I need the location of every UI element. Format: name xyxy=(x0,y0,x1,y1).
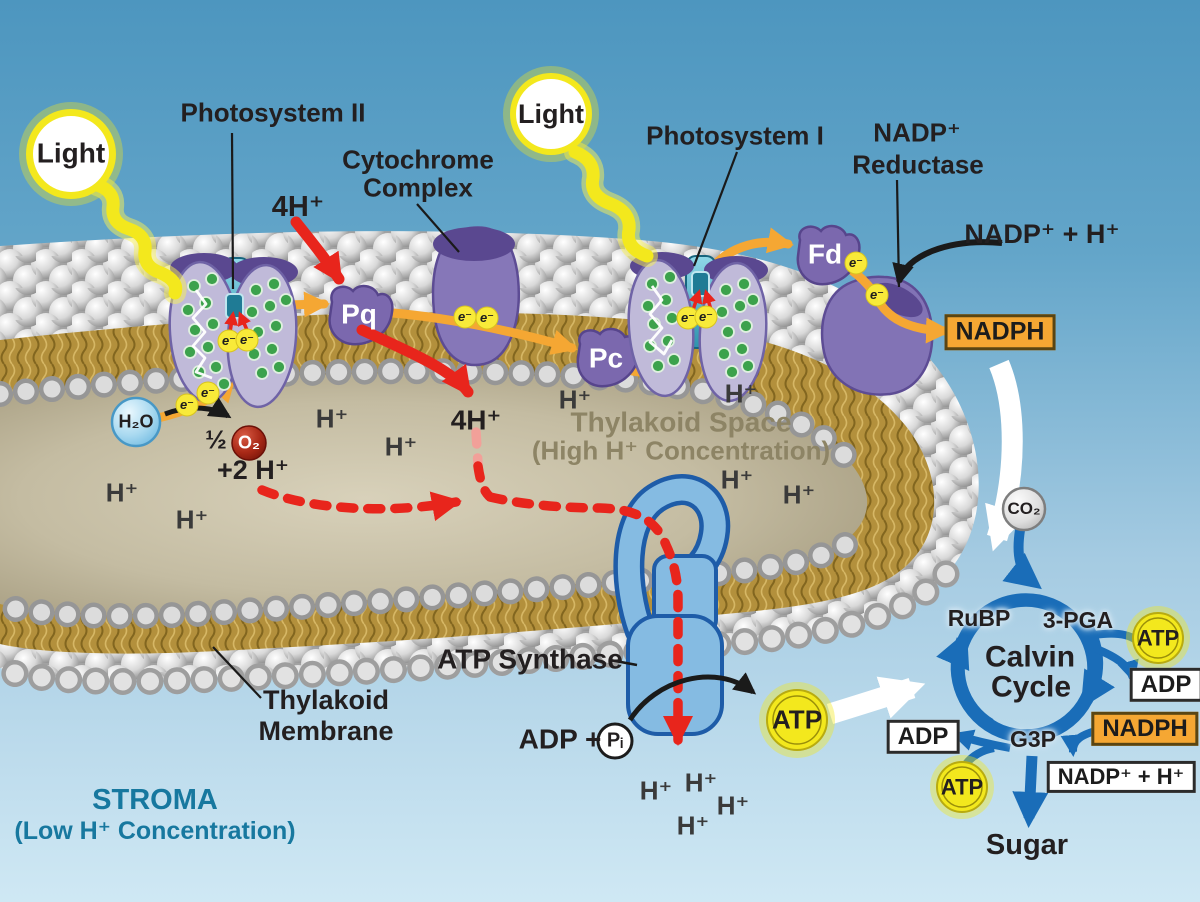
electron-label: e⁻ xyxy=(457,309,473,325)
h-plus-label: H⁺ xyxy=(315,403,349,434)
light-label-2: Light xyxy=(518,98,584,129)
black-arrows xyxy=(164,132,1003,722)
atp-bottom-label: ATP xyxy=(940,774,984,800)
thylakoid-membrane-label-line2: Membrane xyxy=(258,715,394,746)
h-plus-label: H⁺ xyxy=(684,767,718,798)
electron-circles xyxy=(175,251,889,417)
h2o-label: H₂O xyxy=(118,411,154,432)
h2o-circle xyxy=(110,396,162,448)
nadp-reductase-label-line2: Reductase xyxy=(852,149,984,180)
electron-label: e⁻ xyxy=(479,310,495,326)
pga-label: 3-PGA xyxy=(1042,606,1114,633)
sugar-label: Sugar xyxy=(985,828,1069,861)
pc-label: Pc xyxy=(588,342,624,374)
light-beams xyxy=(86,141,658,304)
nadp-plus-h-box: NADP⁺ + H⁺ xyxy=(1046,760,1196,794)
h-plus-label: H⁺ xyxy=(558,384,592,415)
light-label-1: Light xyxy=(36,137,106,169)
photosystem-1-shape xyxy=(627,252,768,403)
atp-synthase-label: ATP Synthase xyxy=(437,643,623,675)
electron-label: e⁻ xyxy=(698,309,714,325)
thylakoid-space-label-line1: Thylakoid Space xyxy=(570,406,792,438)
g3p-label: G3P xyxy=(1009,725,1057,752)
pq-label: Pq xyxy=(341,298,377,330)
pq-shape xyxy=(328,284,394,346)
electron-label: e⁻ xyxy=(869,287,885,303)
proton-dashed-path xyxy=(257,427,693,746)
cytochrome-complex-shape xyxy=(431,226,520,367)
rubp-label: RuBP xyxy=(947,604,1011,631)
fd-shape xyxy=(796,224,861,286)
sun-1 xyxy=(19,102,123,206)
h-plus-label: H⁺ xyxy=(384,431,418,462)
h-plus-label: H⁺ xyxy=(782,479,816,510)
nadp-reductase-label-line1: NADP⁺ xyxy=(873,117,961,148)
nadph-box-top: NADPH xyxy=(944,314,1056,350)
electron-label: e⁻ xyxy=(239,332,255,348)
h-plus-label: H⁺ xyxy=(105,477,139,508)
atp-main-label: ATP xyxy=(771,704,823,735)
atp-circle-right xyxy=(1126,606,1190,670)
h-plus-label: H⁺ xyxy=(639,775,673,806)
electron-label: e⁻ xyxy=(680,310,696,326)
half-label: ½ xyxy=(205,424,227,455)
co2-label: CO₂ xyxy=(1007,499,1041,519)
o2-circle xyxy=(231,425,267,461)
calvin-cycle-label-line2: Cycle xyxy=(990,670,1072,704)
h-plus-label: H⁺ xyxy=(175,504,209,535)
sun-2 xyxy=(503,66,599,162)
thylakoid-space-label-line2: (High H⁺ Concentration) xyxy=(531,435,831,466)
nadp-plus-h-top-label: NADP⁺ + H⁺ xyxy=(964,218,1120,249)
thylakoid-membrane-label-line1: Thylakoid xyxy=(262,684,390,715)
pi-label: Pᵢ xyxy=(606,729,624,752)
fd-label: Fd xyxy=(807,238,843,270)
adp-box-left: ADP xyxy=(886,719,960,755)
photosystem-2-shape xyxy=(168,253,298,409)
four-h-plus-space-label: 4H⁺ xyxy=(450,404,502,436)
pi-circle xyxy=(596,722,634,760)
photosystem-1-label: Photosystem I xyxy=(646,120,824,151)
electron-label: e⁻ xyxy=(200,385,216,401)
electron-label: e⁻ xyxy=(848,255,864,271)
atp-circle-main xyxy=(759,682,835,758)
calvin-cycle-label-line1: Calvin xyxy=(984,640,1076,674)
stroma-label-line1: STROMA xyxy=(92,783,218,816)
adp-box-right: ADP xyxy=(1129,667,1200,703)
stroma-label-line2: (Low H⁺ Concentration) xyxy=(14,816,296,845)
cytochrome-label-line1: Cytochrome xyxy=(342,144,494,175)
co2-circle xyxy=(1001,486,1047,532)
h-plus-label: H⁺ xyxy=(676,810,710,841)
atp-synthase-shape xyxy=(613,474,731,736)
molecule-circles xyxy=(110,396,634,760)
plus-2h-label: +2 H⁺ xyxy=(216,454,290,485)
proton-red-arrows xyxy=(290,216,474,398)
photosystem-2-label: Photosystem II xyxy=(180,97,366,128)
o2-label: O₂ xyxy=(238,432,260,453)
cytochrome-label-line2: Complex xyxy=(363,172,473,203)
electron-label: e⁻ xyxy=(179,397,195,413)
adp-plus-label: ADP + xyxy=(518,723,602,755)
atp-circle-left xyxy=(930,755,994,819)
four-h-plus-top-label: 4H⁺ xyxy=(271,190,325,223)
h-plus-label: H⁺ xyxy=(724,378,758,409)
electron-label: e⁻ xyxy=(221,333,237,349)
atp-right-label: ATP xyxy=(1136,625,1180,651)
h-plus-label: H⁺ xyxy=(716,790,750,821)
nadp-reductase-shape xyxy=(820,275,934,396)
nadph-box-calvin: NADPH xyxy=(1091,711,1199,747)
h-plus-label: H⁺ xyxy=(720,464,754,495)
